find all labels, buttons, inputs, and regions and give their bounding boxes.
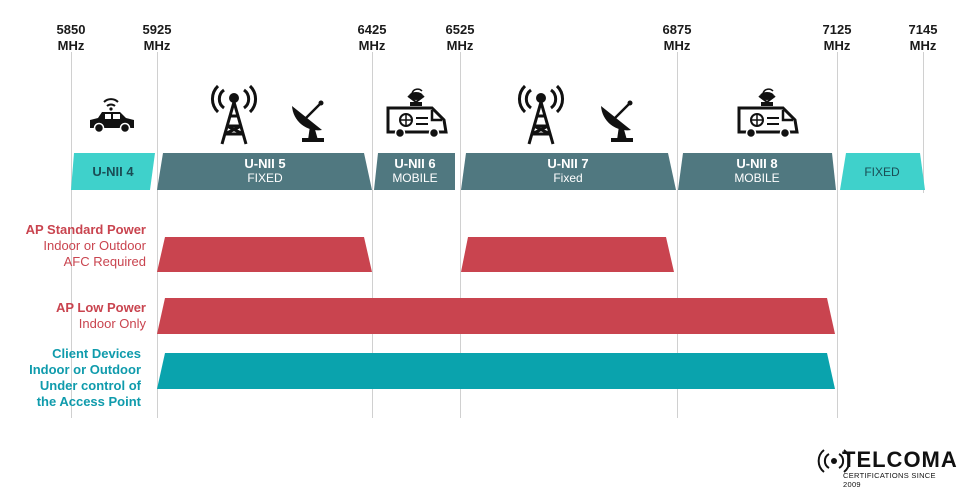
radio-tower-icon	[518, 84, 564, 145]
grid-line	[837, 52, 838, 418]
broadcast-van-icon	[386, 88, 448, 139]
standard-power-bar-2	[461, 237, 674, 272]
client-devices-bar	[157, 353, 835, 389]
logo-tagline: CERTIFICATIONS SINCE 2009	[843, 471, 936, 489]
radio-tower-icon	[211, 84, 257, 145]
telcoma-logo: TELCOMA CERTIFICATIONS SINCE 2009	[806, 445, 957, 489]
grid-line	[157, 52, 158, 418]
broadcast-van-icon	[737, 88, 799, 139]
band-unii6	[374, 153, 455, 190]
connected-car-icon	[90, 98, 134, 134]
low-power-bar	[157, 298, 835, 334]
grid-line	[923, 52, 924, 193]
band-unii5	[157, 153, 372, 190]
standard-power-bar-1	[157, 237, 372, 272]
row-label-client-devices: Client Devices Indoor or Outdoor Under c…	[29, 346, 141, 409]
row-label-standard-power: AP Standard Power Indoor or Outdoor AFC …	[25, 222, 146, 269]
band-unii4	[71, 153, 155, 190]
band-fixed	[840, 153, 925, 190]
band-label-unii4: U-NII 4	[92, 164, 134, 179]
satellite-dish-icon	[292, 100, 324, 142]
grid-line	[460, 52, 461, 418]
row-label-low-power: AP Low Power Indoor Only	[55, 300, 146, 331]
grid-line	[372, 52, 373, 418]
satellite-dish-icon	[601, 100, 633, 142]
signal-waves-icon	[817, 449, 851, 473]
grid-line	[71, 52, 72, 418]
grid-line	[677, 52, 678, 418]
band-label-fixed: FIXED	[864, 165, 900, 179]
band-unii7	[461, 153, 676, 190]
band-unii8	[678, 153, 836, 190]
logo-name: TELCOMA	[842, 447, 958, 472]
